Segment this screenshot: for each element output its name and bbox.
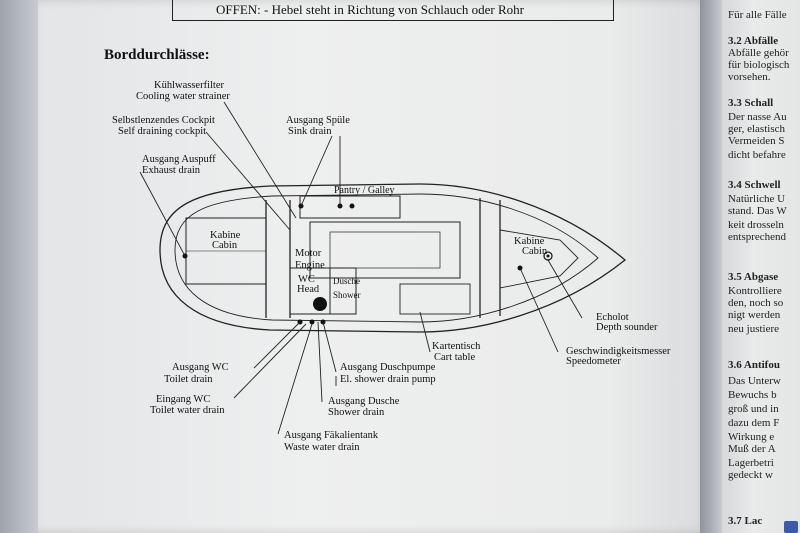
label-speed-de: Geschwindigkeitsmesser: [566, 346, 671, 357]
right-page-text-line: ger, elastisch: [728, 123, 785, 135]
label-head: Head: [297, 284, 320, 295]
header-box-text: OFFEN: - Hebel steht in Richtung von Sch…: [216, 2, 524, 17]
header-box: [172, 0, 614, 21]
right-page-text-line: den, noch so: [728, 297, 784, 309]
shower-block: [329, 267, 357, 315]
label-wcout-en: Toilet drain: [164, 374, 213, 385]
right-page-heading: 3.6 Antifou: [728, 359, 780, 371]
right-page-text-line: dicht befahre: [728, 149, 786, 161]
label-wc: WC: [298, 274, 315, 285]
right-page-text-line: groß und in: [728, 403, 779, 415]
hull-outline: [159, 183, 627, 333]
right-page-text-line: vorsehen.: [728, 71, 771, 83]
book-gutter: [700, 0, 726, 533]
label-cart-de: Kartentisch: [432, 341, 481, 352]
right-page-heading: 3.3 Schall: [728, 97, 774, 109]
right-page-text-line: keit drosseln: [728, 219, 784, 231]
right-page-text-line: Vermeiden S: [728, 135, 785, 147]
right-page-text-line: Kontrolliere: [728, 285, 782, 297]
right-page-text-line: Das Unterw: [728, 375, 781, 387]
label-cooling-de: Kühlwasserfilter: [154, 80, 224, 91]
right-page-text-line: Muß der A: [728, 443, 776, 455]
label-cabin-aft-de: Kabine: [210, 230, 241, 241]
saloon-table: [309, 221, 461, 279]
label-cart-en: Cart table: [434, 352, 476, 363]
label-sink-en: Sink drain: [288, 126, 332, 137]
document-page: [38, 0, 710, 533]
label-showerdrain-en: Shower drain: [328, 407, 385, 418]
label-waste-en: Waste water drain: [284, 442, 360, 453]
right-page-heading: 3.2 Abfälle: [728, 35, 779, 47]
right-page-text-line: stand. Das W: [728, 205, 787, 217]
label-cockpit-en: Self draining cockpit: [118, 126, 207, 137]
label-cooling-en: Cooling water strainer: [136, 91, 230, 102]
right-page-heading: 3.7 Lac: [728, 515, 763, 527]
label-engine: Engine: [295, 260, 325, 271]
label-motor: Motor: [295, 248, 322, 259]
right-page-text-line: Bewuchs b: [728, 389, 777, 401]
label-showerdrain-de: Ausgang Dusche: [328, 396, 400, 407]
right-page-text-line: nigt werden: [728, 309, 781, 321]
right-page-text-line: neu justiere: [728, 323, 780, 335]
label-pump-en: El. shower drain pump: [340, 374, 436, 385]
label-cabin-fwd-en: Cabin: [522, 246, 548, 257]
label-cockpit-de: Selbstlenzendes Cockpit: [112, 115, 215, 126]
label-pump-de: Ausgang Duschpumpe: [340, 362, 436, 373]
section-title: Borddurchlässe:: [104, 47, 210, 63]
label-waste-de: Ausgang Fäkalientank: [284, 430, 379, 441]
right-page-text-line: Für alle Fälle: [728, 9, 787, 21]
right-page-heading: 3.4 Schwell: [728, 179, 781, 191]
label-echolot-en: Depth sounder: [596, 322, 658, 333]
right-page-text-line: Der nasse Au: [728, 111, 787, 123]
label-wcout-de: Ausgang WC: [172, 362, 229, 373]
label-pantry: Pantry / Galley: [334, 185, 395, 196]
right-page-heading: 3.5 Abgase: [728, 271, 779, 283]
label-exhaust-de: Ausgang Auspuff: [142, 154, 216, 165]
label-exhaust-en: Exhaust drain: [142, 165, 201, 176]
right-page-text-line: dazu dem F: [728, 417, 780, 429]
label-cabin-aft-en: Cabin: [212, 240, 238, 251]
cart-table: [399, 283, 471, 315]
label-shower: Shower: [333, 290, 361, 300]
label-dusche: Dusche: [333, 276, 360, 286]
label-wcin-en: Toilet water drain: [150, 405, 225, 416]
label-cabin-fwd-de: Kabine: [514, 236, 545, 247]
right-page-text-line: Natürliche U: [728, 193, 786, 205]
watermark-icon: [784, 521, 798, 533]
right-page-text-line: Wirkung e: [728, 431, 775, 443]
deck-line: [174, 193, 599, 323]
right-page-text-line: gedeckt w: [728, 469, 773, 481]
label-speed-en: Speedometer: [566, 356, 621, 367]
label-echolot-de: Echolot: [596, 312, 629, 323]
right-page-text-line: entsprechend: [728, 231, 787, 243]
label-sink-de: Ausgang Spüle: [286, 115, 350, 126]
right-page-text-line: für biologisch: [728, 59, 790, 71]
label-wcin-de: Eingang WC: [156, 394, 211, 405]
right-page-text-line: Lagerbetri: [728, 457, 774, 469]
right-page-text-line: Abfälle gehör: [728, 47, 789, 59]
